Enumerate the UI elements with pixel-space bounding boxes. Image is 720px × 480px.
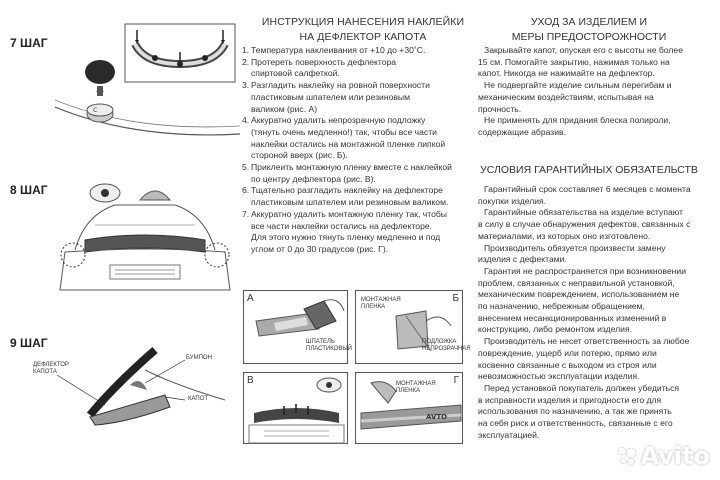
avito-logo-icon: [618, 446, 637, 466]
step-9-label: 9 ШАГ: [10, 336, 48, 350]
instruction-list: 1.Температура наклеивания от +10 до +30˚…: [242, 45, 474, 256]
instruction-item: 4.Аккуратно удалить непрозрачную подложк…: [242, 115, 446, 161]
warranty-paragraph: Гарантийные обязательства на изделие вст…: [478, 207, 691, 241]
warranty-paragraph: Перед установкой покупатель должен убеди…: [478, 382, 680, 440]
warranty-paragraph: Гарантийный срок составляет 6 месяцев с …: [478, 184, 691, 206]
step-9-hood-label: КАПОТ: [188, 396, 209, 402]
instruction-item: 6.Тщательно разгладить наклейку на дефле…: [242, 185, 449, 208]
care-paragraph: Закрывайте капот, опуская его с высоты н…: [478, 45, 683, 79]
instruction-item: 7.Аккуратно удалить монтажную пленку так…: [242, 208, 447, 254]
care-paragraph: Не применять для придания блеска полирол…: [478, 115, 671, 137]
avito-text: Avito: [640, 442, 710, 470]
panel-g: Г AVTO МОНТАЖНАЯ ПЛЕНКА: [355, 372, 463, 444]
panel-b-drawing: [395, 310, 452, 352]
panel-b-letter: Б: [452, 293, 459, 304]
instruction-title-line1: ИНСТРУКЦИЯ НАНЕСЕНИЯ НАКЛЕЙКИ: [261, 16, 465, 28]
instruction-item: 2.Протереть поверхность дефлектора спирт…: [242, 56, 397, 79]
step-9-illustration: [56, 346, 226, 426]
step-7-illustration: С: [55, 23, 240, 136]
step-8-illustration: [59, 183, 231, 291]
panel-g-letter: Г: [453, 375, 459, 386]
warranty-text: Гарантийный срок составляет 6 месяцев с …: [478, 184, 706, 441]
svg-text:AVTO: AVTO: [426, 413, 447, 421]
step-9-bumper-label: БУМПОН: [186, 355, 212, 361]
warranty-paragraph: Производитель не несет ответственность з…: [478, 336, 690, 382]
panel-a-letter: А: [247, 293, 254, 304]
care-title: УХОД ЗА ИЗДЕЛИЕМ И МЕРЫ ПРЕДОСТОРОЖНОСТИ: [475, 15, 703, 45]
panel-g-film-label: МОНТАЖНАЯ ПЛЕНКА: [396, 381, 436, 394]
panel-b: Б МОНТАЖНАЯ ПЛЕНКА ПОДЛОЖКА НЕПРОЗРАЧНАЯ: [355, 290, 471, 364]
panel-b-backing-label: ПОДЛОЖКА НЕПРОЗРАЧНАЯ: [422, 339, 471, 352]
instruction-item: 5.Приклеить монтажную пленку вместе с на…: [242, 162, 452, 184]
care-title-line1: УХОД ЗА ИЗДЕЛИЕМ И: [530, 16, 648, 28]
panel-g-drawing: AVTO: [360, 381, 462, 430]
panel-a-spatula-label: ШПАТЕЛЬ ПЛАСТИКОВЫЙ: [306, 339, 352, 352]
warranty-title: УСЛОВИЯ ГАРАНТИЙНЫХ ОБЯЗАТЕЛЬСТВ: [480, 164, 698, 176]
svg-text:С: С: [93, 107, 97, 114]
panel-v-drawing: [248, 377, 345, 444]
care-paragraph: Не подвергайте изделие сильным перегибам…: [478, 80, 672, 114]
care-text: Закрывайте капот, опуская его с высоты н…: [478, 45, 706, 139]
warranty-paragraph: Гарантия не распространяется при возникн…: [478, 265, 687, 335]
instruction-title-line2: НА ДЕФЛЕКТОР КАПОТА: [299, 31, 427, 43]
step-9-deflector-label: ДЕФЛЕКТОР КАПОТА: [33, 362, 69, 375]
panel-a: А ШПАТЕЛЬ ПЛАСТИКОВЫЙ: [243, 290, 352, 364]
step-8-label: 8 ШАГ: [10, 183, 48, 197]
panel-v: В: [243, 372, 348, 444]
instruction-title: ИНСТРУКЦИЯ НАНЕСЕНИЯ НАКЛЕЙКИ НА ДЕФЛЕКТ…: [238, 15, 488, 45]
instruction-item: 1.Температура наклеивания от +10 до +30˚…: [242, 45, 426, 55]
panel-b-film-label: МОНТАЖНАЯ ПЛЕНКА: [361, 297, 401, 310]
instruction-item: 3.Разгладить наклейку на ровной поверхно…: [242, 80, 430, 114]
avito-watermark: Avito: [616, 442, 710, 470]
panel-v-letter: В: [247, 375, 254, 386]
step-7-label: 7 ШАГ: [10, 36, 48, 50]
panel-a-drawing: [255, 299, 345, 337]
warranty-paragraph: Производитель обязуется произвести замен…: [478, 242, 666, 265]
care-title-line2: МЕРЫ ПРЕДОСТОРОЖНОСТИ: [511, 31, 667, 43]
